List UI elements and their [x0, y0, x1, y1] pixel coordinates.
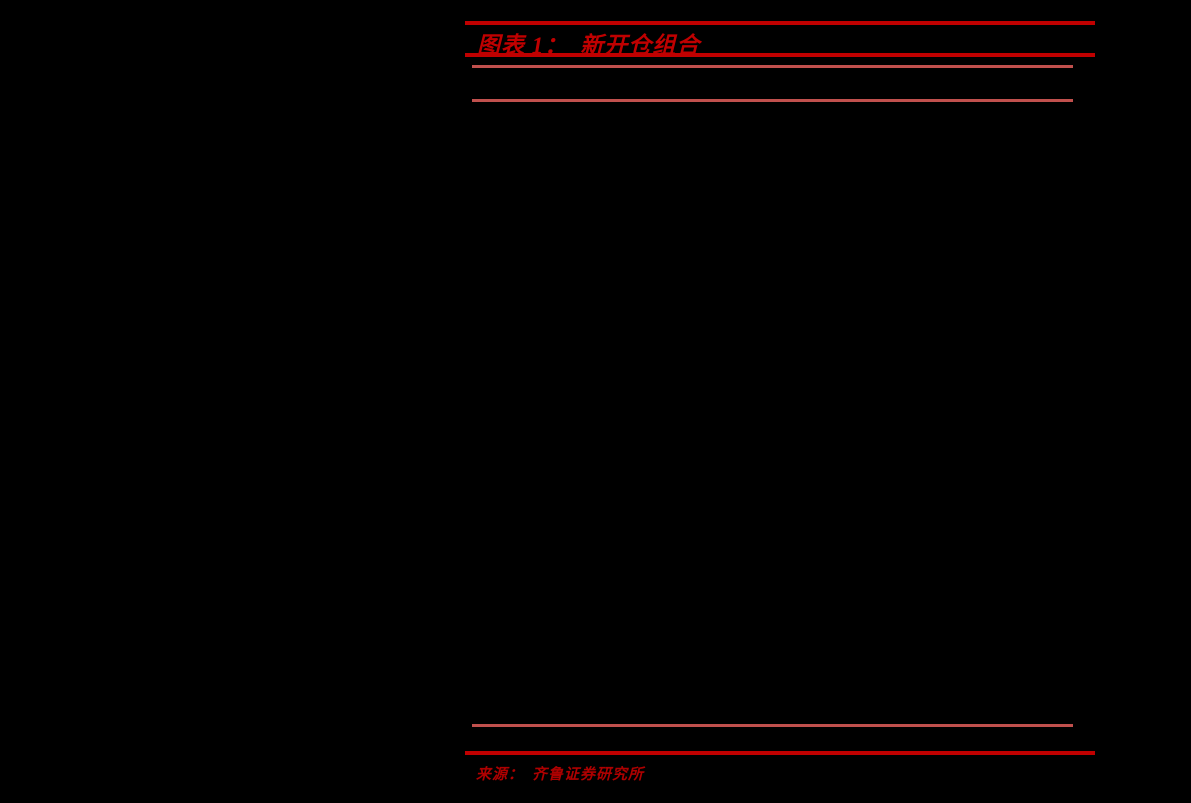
figure-source-name: 齐鲁证券研究所 [532, 767, 645, 783]
figure-title-bottom-rule [465, 53, 1095, 57]
figure-title: 图表 1：新开仓组合 [477, 26, 700, 58]
figure-source: 来源： 齐鲁证券研究所 [476, 763, 644, 784]
table-bottom-rule [472, 724, 1073, 727]
table-header-bottom-rule [472, 99, 1073, 102]
figure-bottom-rule [465, 751, 1095, 755]
table-header-top-rule [472, 65, 1073, 68]
figure-title-top-rule [465, 21, 1095, 25]
figure-source-label: 来源： [476, 767, 525, 783]
